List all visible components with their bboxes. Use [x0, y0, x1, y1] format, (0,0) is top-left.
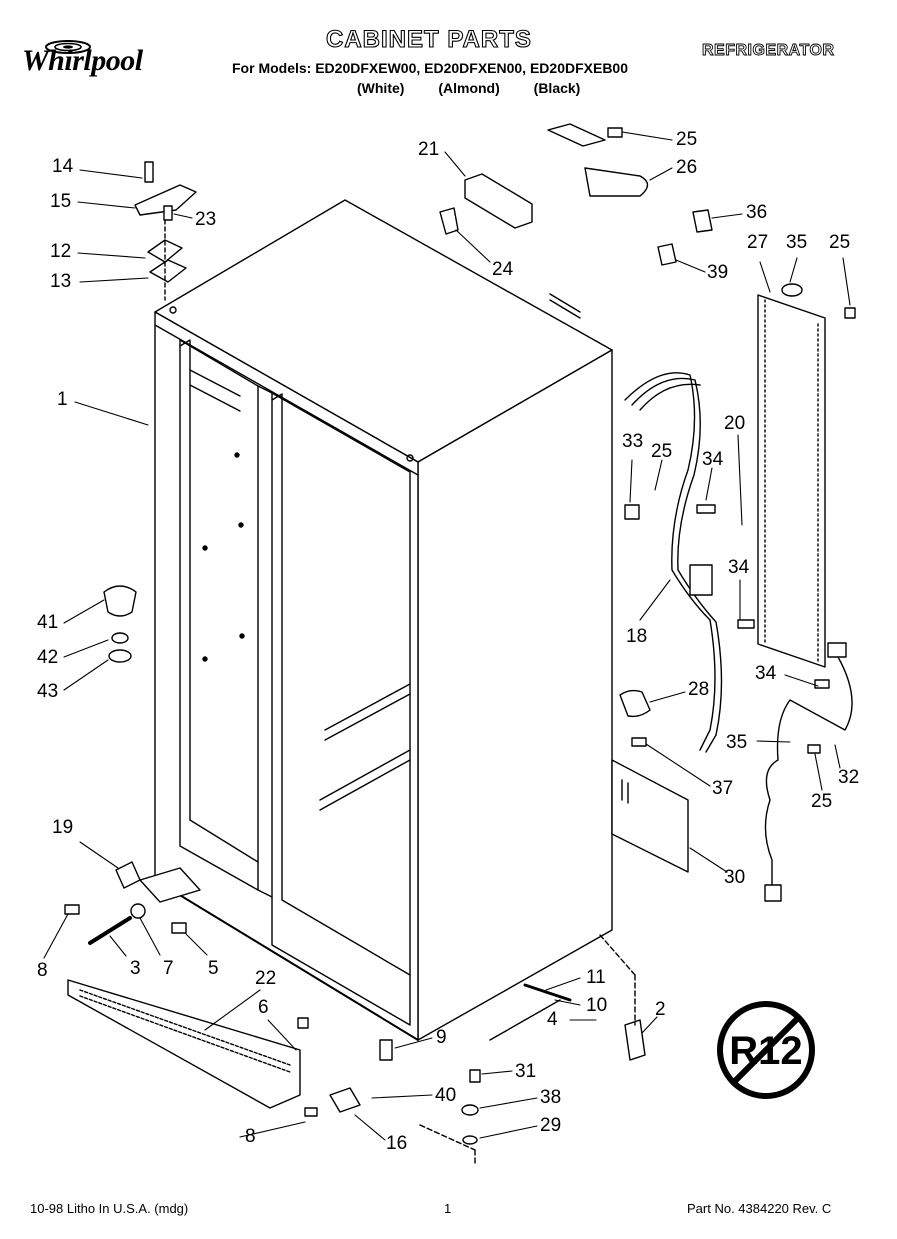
category-label: REFRIGERATOR	[702, 42, 835, 60]
callout-20: 20	[724, 413, 746, 434]
callout-25: 25	[676, 129, 698, 150]
callout-11: 11	[586, 967, 606, 988]
callout-29: 29	[540, 1115, 562, 1136]
callout-21: 21	[418, 139, 440, 160]
page-title: CABINET PARTS	[325, 25, 532, 53]
cabinet-shell	[154, 199, 613, 1041]
callout-24: 24	[492, 259, 514, 280]
whirlpool-logo-swirl	[45, 40, 91, 54]
lower-right-hardware	[297, 934, 646, 1166]
wiring-harness	[624, 372, 755, 753]
callout-2: 2	[655, 999, 666, 1020]
callout-6: 6	[258, 997, 269, 1018]
callout-41: 41	[37, 612, 59, 633]
callout-37: 37	[712, 778, 734, 799]
callout-38: 38	[540, 1087, 562, 1108]
power-cord	[764, 642, 853, 902]
callout-25-panel: 25	[829, 232, 851, 253]
callout-25-harness: 25	[651, 441, 673, 462]
color-variants: (White) (Almond) (Black)	[357, 80, 610, 96]
callout-40: 40	[435, 1085, 457, 1106]
callout-34-mid: 34	[728, 557, 750, 578]
variant-almond: (Almond)	[438, 80, 500, 96]
callout-23: 23	[195, 209, 217, 230]
callout-43: 43	[37, 681, 59, 702]
rear-access-panel	[757, 283, 856, 668]
callout-3: 3	[130, 958, 141, 979]
lower-left-hardware	[64, 861, 201, 945]
variant-black: (Black)	[533, 80, 581, 96]
callout-34: 34	[702, 449, 724, 470]
leveling-foot-parts	[103, 585, 137, 663]
brand-logo-text: Whirlpool	[22, 44, 143, 77]
callout-31: 31	[515, 1061, 537, 1082]
callout-39: 39	[707, 262, 729, 283]
callout-18: 18	[626, 626, 648, 647]
callout-15: 15	[50, 191, 72, 212]
base-grille	[67, 979, 301, 1109]
callout-35: 35	[786, 232, 808, 253]
callout-7: 7	[163, 958, 174, 979]
callout-28: 28	[688, 679, 710, 700]
callout-42: 42	[37, 647, 59, 668]
callout-1: 1	[57, 389, 68, 410]
callout-36: 36	[746, 202, 768, 223]
page-number: 1	[444, 1201, 452, 1216]
callout-9: 9	[436, 1027, 447, 1048]
part-number: Part No. 4384220 Rev. C	[687, 1201, 832, 1216]
no-r12-badge: R12	[717, 1001, 815, 1099]
callout-8: 8	[37, 960, 48, 981]
callout-33: 33	[622, 431, 644, 452]
callout-34-cord: 34	[755, 663, 777, 684]
callout-12: 12	[50, 241, 72, 262]
callout-32: 32	[838, 767, 860, 788]
callout-22: 22	[255, 968, 277, 989]
callout-leaders	[43, 131, 851, 1141]
print-info: 10-98 Litho In U.S.A. (mdg)	[30, 1201, 189, 1216]
back-right-parts	[611, 689, 689, 873]
callout-8-lower: 8	[245, 1126, 256, 1147]
callout-4: 4	[547, 1009, 558, 1030]
callout-10: 10	[586, 995, 608, 1016]
top-right-small-parts	[439, 123, 713, 266]
callout-27: 27	[747, 232, 769, 253]
callout-14: 14	[52, 156, 74, 177]
callout-26: 26	[676, 157, 698, 178]
callout-13: 13	[50, 271, 72, 292]
callout-25-cord: 25	[811, 791, 833, 812]
variant-white: (White)	[357, 80, 405, 96]
callout-35-cord: 35	[726, 732, 748, 753]
models-line: For Models: ED20DFXEW00, ED20DFXEN00, ED…	[232, 60, 629, 76]
callout-30: 30	[724, 867, 746, 888]
callout-5: 5	[208, 958, 219, 979]
top-hinge-assembly	[134, 161, 197, 301]
callout-16: 16	[386, 1133, 408, 1154]
callout-19: 19	[52, 817, 74, 838]
